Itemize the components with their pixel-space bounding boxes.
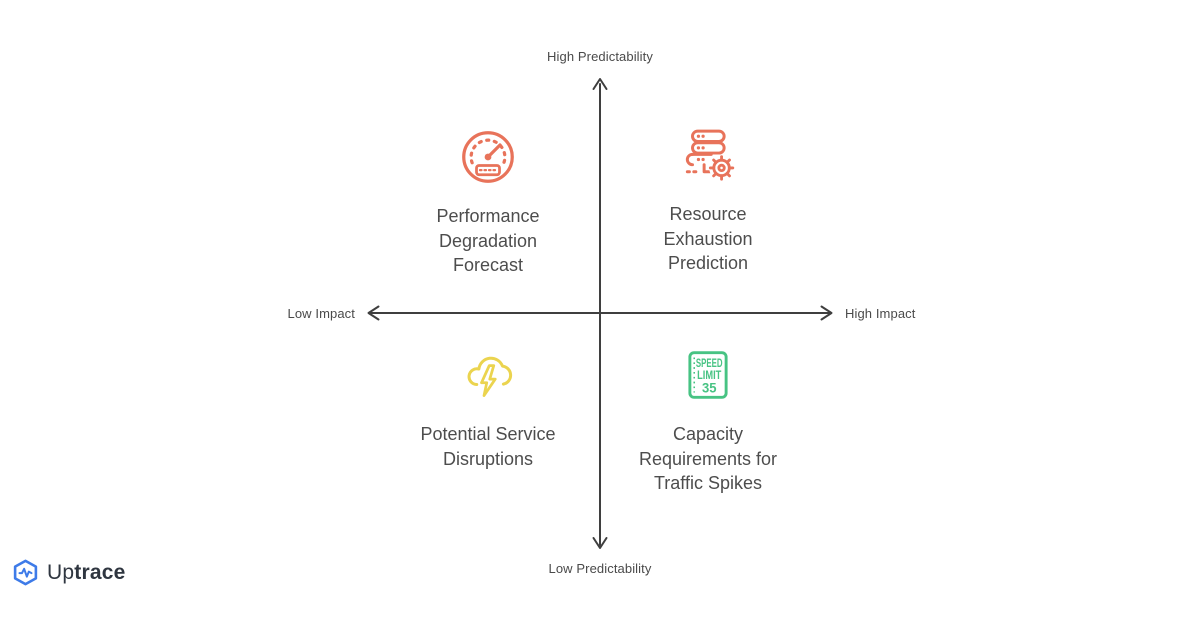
quadrant-label: Potential Service Disruptions	[420, 424, 556, 469]
sign-text-speed: SPEED	[696, 356, 723, 370]
quadrant-label: Resource Exhaustion Prediction	[663, 204, 753, 273]
down-arrowhead-icon	[592, 537, 608, 549]
up-arrowhead-icon	[592, 78, 608, 90]
quadrant-performance-degradation-forecast: Performance Degradation Forecast	[358, 125, 618, 278]
sign-text-limit: LIMIT	[697, 368, 722, 382]
storm-cloud-lightning-icon	[456, 343, 520, 407]
quadrant-label: Capacity Requirements for Traffic Spikes	[638, 424, 778, 493]
brand-text-up: Up	[47, 560, 75, 584]
axis-label-high-predictability: High Predictability	[547, 49, 653, 64]
speed-limit-sign-icon: SPEED LIMIT 35	[676, 343, 740, 407]
axis-label-low-impact: Low Impact	[287, 306, 355, 321]
quadrant-capacity-requirements: SPEED LIMIT 35 Capacity Requirements for…	[578, 343, 838, 496]
axis-label-low-predictability: Low Predictability	[548, 561, 652, 576]
left-arrowhead-icon	[367, 305, 380, 321]
server-gear-icon	[676, 123, 740, 187]
brand-text-trace: trace	[74, 560, 126, 584]
quadrant-label: Performance Degradation Forecast	[436, 206, 540, 275]
uptrace-logo: Uptrace	[12, 559, 125, 586]
sign-text-35: 35	[702, 380, 717, 396]
quadrant-potential-service-disruptions: Potential Service Disruptions	[358, 343, 618, 471]
gauge-icon	[456, 125, 520, 189]
quadrant-resource-exhaustion-prediction: Resource Exhaustion Prediction	[578, 123, 838, 276]
axis-label-high-impact: High Impact	[845, 306, 916, 321]
right-arrowhead-icon	[820, 305, 833, 321]
uptrace-logo-text: Uptrace	[47, 561, 125, 585]
uptrace-logo-icon	[12, 559, 39, 586]
